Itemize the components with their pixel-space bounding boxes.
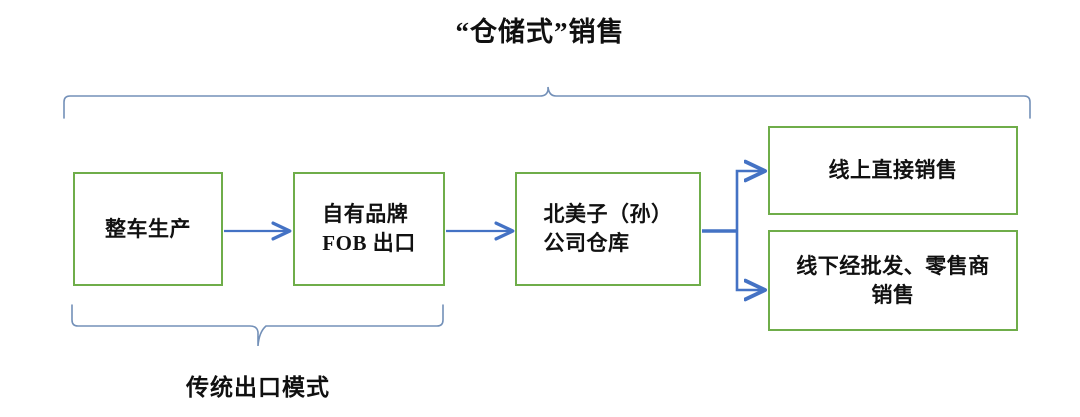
node-label: 自有品牌 FOB 出口 — [322, 202, 416, 255]
node-label: 整车生产 — [105, 216, 191, 241]
diagram-title: “仓储式”销售 — [455, 17, 625, 47]
node-vehicle-production[interactable]: 整车生产 — [73, 172, 223, 286]
node-label: 线上直接销售 — [828, 158, 958, 183]
node-north-america-subsidiary-warehouse[interactable]: 北美子（孙） 公司仓库 — [515, 172, 701, 286]
bottom-brace — [71, 304, 444, 347]
top-brace — [63, 86, 1031, 119]
traditional-export-model-label: 传统出口模式 — [186, 375, 330, 400]
node-offline-wholesale-retail-sales[interactable]: 线下经批发、零售商 销售 — [768, 230, 1018, 331]
node-own-brand-fob-export[interactable]: 自有品牌 FOB 出口 — [293, 172, 445, 286]
node-label: 线下经批发、零售商 销售 — [796, 253, 990, 307]
node-label: 北美子（孙） 公司仓库 — [543, 202, 673, 255]
node-online-direct-sales[interactable]: 线上直接销售 — [768, 126, 1018, 215]
arrow-warehouse-split — [702, 171, 763, 290]
